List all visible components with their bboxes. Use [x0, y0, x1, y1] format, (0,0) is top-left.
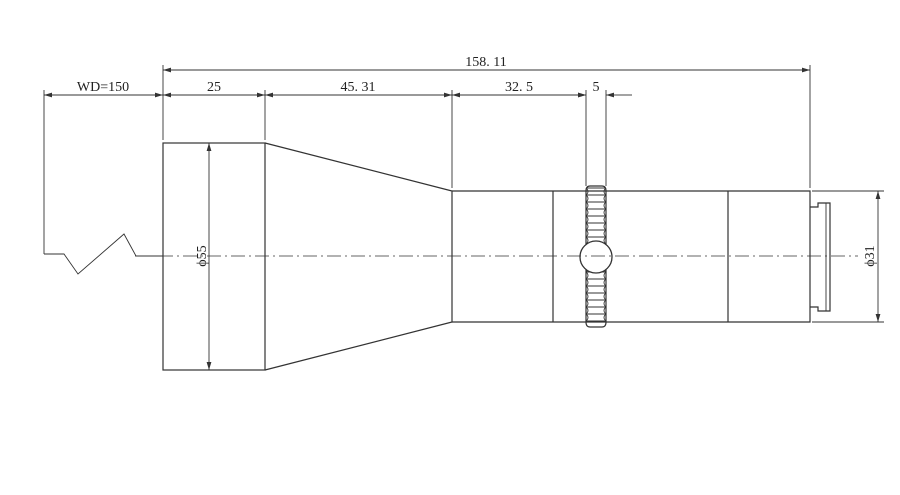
knurl-scallop [603, 306, 607, 315]
knurl-scallop [603, 229, 607, 238]
knurl-scallop [585, 187, 589, 196]
dim-front-section: 25 [163, 80, 265, 98]
dim-rear-diameter: ϕ31 [863, 191, 881, 322]
taper-cone [264, 142, 453, 371]
knurl-scallop [603, 208, 607, 217]
knurl-scallop [585, 201, 589, 210]
knurl-scallop [585, 285, 589, 294]
dim-front-diameter: ϕ55 [195, 143, 212, 370]
knurl-scallop [603, 187, 607, 196]
knurl-scallop [585, 278, 589, 287]
knurl-scallop [603, 194, 607, 203]
knurl-scallop [585, 222, 589, 231]
knurl-scallop [603, 313, 607, 322]
barrel-section-label: 32. 5 [505, 80, 533, 95]
knurl-scallop [603, 278, 607, 287]
dim-working-distance: WD=150 [44, 80, 163, 98]
knurl-scallop [585, 215, 589, 224]
extension-lines [43, 65, 884, 323]
front-section-label: 25 [207, 80, 221, 95]
taper-section-label: 45. 31 [341, 80, 376, 95]
dim-ring-width: 5 [570, 80, 632, 98]
focus-ring-knurling [585, 187, 607, 322]
knurl-scallop [603, 292, 607, 301]
total-length-label: 158. 11 [465, 55, 506, 70]
knurl-scallop [603, 222, 607, 231]
lens-body [162, 142, 831, 371]
working-distance-label: WD=150 [77, 80, 129, 95]
rear-diameter-label: ϕ31 [863, 245, 878, 266]
knurl-scallop [585, 229, 589, 238]
dim-barrel-section: 32. 5 [452, 80, 586, 98]
focus-ring [579, 185, 613, 328]
dim-total-length: 158. 11 [163, 55, 810, 73]
knurl-scallop [603, 299, 607, 308]
front-cylinder [162, 142, 266, 371]
knurl-scallop [603, 271, 607, 280]
front-diameter-label: ϕ55 [195, 245, 210, 266]
knurl-scallop [585, 306, 589, 315]
knurl-scallop [585, 271, 589, 280]
knurl-scallop [585, 208, 589, 217]
knurl-scallop [603, 215, 607, 224]
knurl-scallop [603, 201, 607, 210]
dim-taper-section: 45. 31 [265, 80, 452, 98]
knurl-scallop [603, 285, 607, 294]
rear-mount [810, 202, 831, 312]
locking-screw [579, 240, 613, 274]
ring-width-label: 5 [593, 80, 600, 95]
knurl-scallop [585, 292, 589, 301]
knurl-scallop [585, 194, 589, 203]
working-distance-break [44, 233, 163, 275]
knurl-scallop [585, 313, 589, 322]
knurl-scallop [585, 299, 589, 308]
barrel [452, 190, 811, 323]
